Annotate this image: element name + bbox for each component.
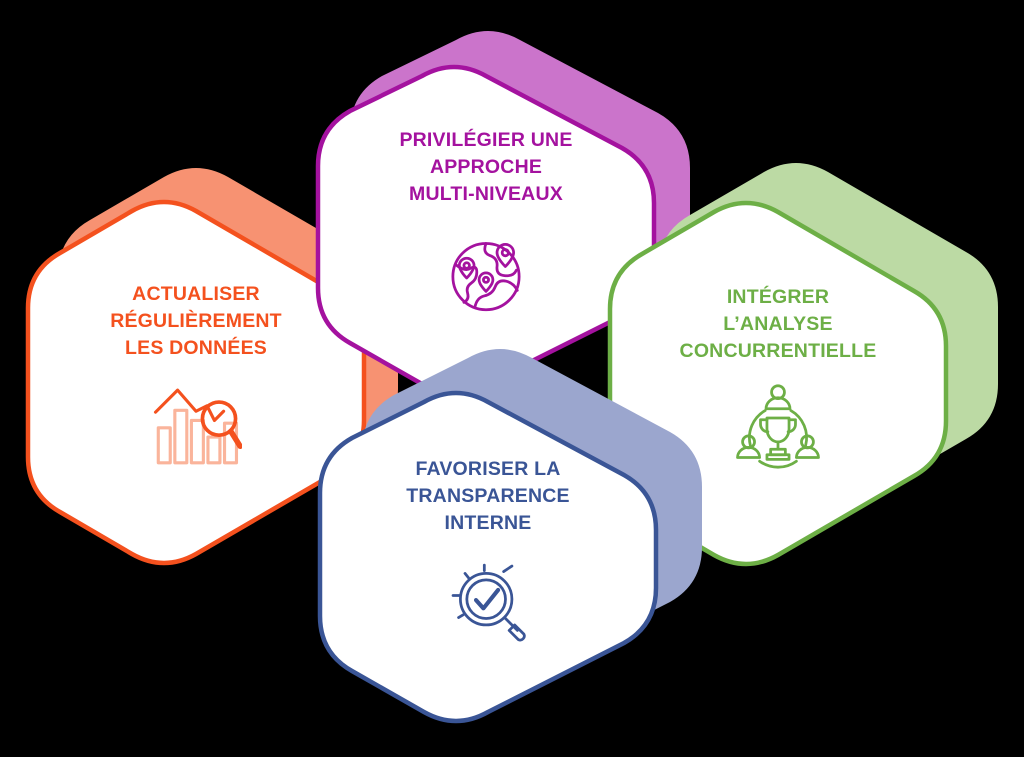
card-approche-multi-niveaux[interactable]: PRIVILÉGIER UNE APPROCHE MULTI-NIVEAUX (312, 31, 690, 396)
card-analyse-concurrentielle[interactable]: INTÉGRER L’ANALYSE CONCURRENTIELLE (604, 163, 998, 567)
card-transparence-interne[interactable]: FAVORISER LA TRANSPARENCE INTERNE (314, 349, 702, 724)
card-face-blue: FAVORISER LA TRANSPARENCE INTERNE (314, 390, 662, 724)
